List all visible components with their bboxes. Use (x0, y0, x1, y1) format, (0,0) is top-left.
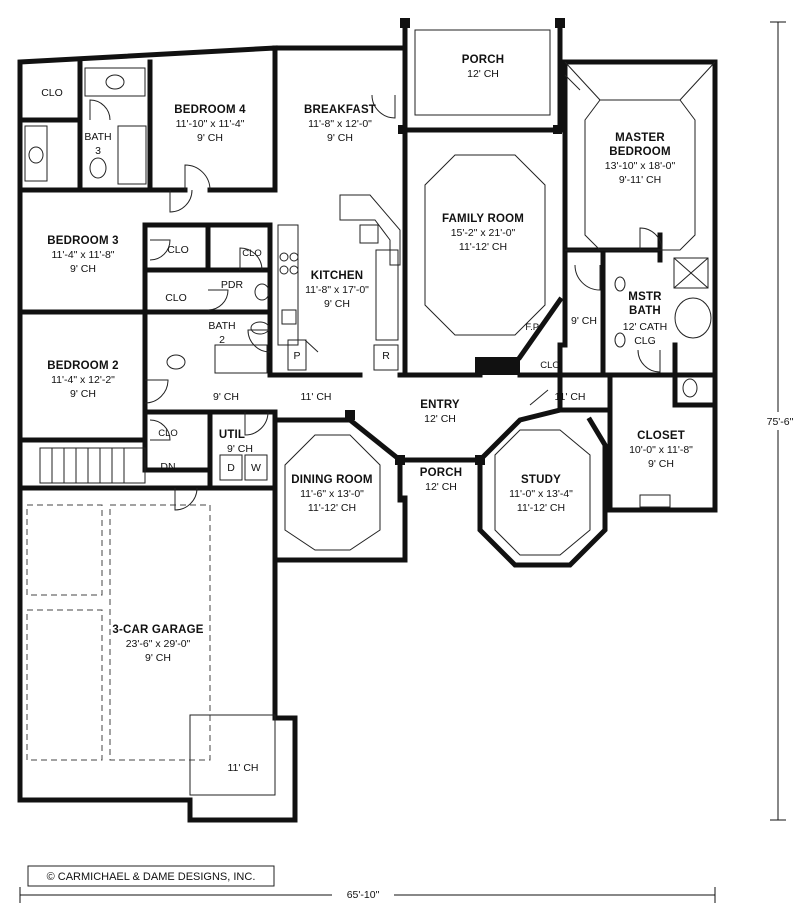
pantry-label: P (293, 350, 300, 362)
bedroom4-ceiling: 9' CH (197, 132, 223, 144)
entry-ceiling: 12' CH (424, 413, 456, 425)
mstr-bath-ceiling1: 12' CATH (623, 321, 667, 333)
bedroom2-name: BEDROOM 2 (47, 360, 118, 372)
ceiling-11-label: 11' CH (301, 391, 332, 403)
fireplace-label: F.P. (525, 322, 540, 333)
dryer-label: D (227, 462, 235, 474)
dimension-lines (19, 21, 798, 903)
refrigerator-label: R (382, 350, 390, 362)
garage-ceiling: 9' CH (145, 652, 171, 664)
breakfast-name: BREAKFAST (304, 104, 376, 116)
clo-label: CLO (540, 360, 560, 371)
bedroom3-dims: 11'-4" x 11'-8" (51, 249, 114, 261)
master-bedroom-name1: MASTER (615, 132, 665, 144)
ceiling-11-label: 11' CH (555, 391, 586, 403)
room-labels: PORCH 12' CH BEDROOM 4 11'-10" x 11'-4" … (47, 54, 693, 664)
clo-label: CLO (165, 292, 187, 304)
dining-ceiling: 11'-12' CH (308, 502, 356, 514)
copyright-box (27, 865, 275, 887)
clo-label: CLO (242, 248, 262, 259)
garage-dims: 23'-6" x 29'-0" (126, 638, 191, 650)
bedroom4-name: BEDROOM 4 (174, 104, 246, 116)
bath2-number: 2 (219, 334, 225, 346)
kitchen-ceiling: 9' CH (324, 298, 350, 310)
bedroom3-name: BEDROOM 3 (47, 235, 118, 247)
copyright-text: © CARMICHAEL & DAME DESIGNS, INC. (47, 871, 256, 883)
bath3-number: 3 (95, 145, 101, 157)
clo-label: CLO (158, 428, 178, 439)
fixtures (24, 67, 712, 508)
family-room-name: FAMILY ROOM (442, 213, 524, 225)
garage-name: 3-CAR GARAGE (112, 624, 203, 636)
dining-name: DINING ROOM (291, 474, 372, 486)
kitchen-dims: 11'-8" x 17'-0" (305, 284, 369, 296)
clo-label: CLO (167, 244, 189, 256)
dining-dims: 11'-6" x 13'-0" (300, 488, 364, 500)
kitchen-name: KITCHEN (311, 270, 364, 282)
mstr-bath-name2: BATH (629, 305, 661, 317)
small-labels: CLO BATH 3 CLO CLO PDR CLO BATH 2 P R F.… (41, 87, 597, 774)
bedroom2-dims: 11'-4" x 12'-2" (51, 374, 115, 386)
util-name: UTIL (219, 429, 245, 441)
master-bedroom-ceiling: 9'-11' CH (619, 174, 661, 186)
master-bedroom-name2: BEDROOM (609, 146, 670, 158)
pdr-label: PDR (221, 279, 244, 291)
bedroom2-ceiling: 9' CH (70, 388, 96, 400)
ceiling-outlines (26, 29, 716, 796)
mstr-bath-ceiling2: CLG (634, 335, 656, 347)
closet-name: CLOSET (637, 430, 685, 442)
ceiling-9-label: 9' CH (571, 315, 597, 327)
study-name: STUDY (521, 474, 561, 486)
clo-label: CLO (41, 87, 63, 99)
bath3-label: BATH (84, 131, 111, 143)
porch-top-ceiling: 12' CH (467, 68, 499, 80)
overall-height-dimension: 75'-6" (767, 416, 794, 428)
bedroom3-ceiling: 9' CH (70, 263, 96, 275)
breakfast-dims: 11'-8" x 12'-0" (308, 118, 372, 130)
ceiling-11-label: 11' CH (228, 762, 259, 774)
bath2-label: BATH (208, 320, 235, 332)
ceiling-9-label: 9' CH (213, 391, 239, 403)
breakfast-ceiling: 9' CH (327, 132, 353, 144)
porch-posts (345, 18, 565, 465)
porch-entry-ceiling: 12' CH (425, 481, 457, 493)
door-swings (89, 74, 663, 511)
porch-top-name: PORCH (462, 54, 505, 66)
study-ceiling: 11'-12' CH (517, 502, 565, 514)
util-ceiling: 9' CH (227, 443, 253, 455)
closet-dims: 10'-0" x 11'-8" (629, 444, 693, 456)
entry-name: ENTRY (420, 399, 460, 411)
washer-label: W (251, 462, 261, 474)
study-dims: 11'-0" x 13'-4" (509, 488, 573, 500)
overall-width-dimension: 65'-10" (347, 889, 380, 901)
closet-ceiling: 9' CH (648, 458, 674, 470)
exterior-walls (17, 19, 718, 823)
family-room-dims: 15'-2" x 21'-0" (451, 227, 516, 239)
mstr-bath-name1: MSTR (628, 291, 662, 303)
family-room-ceiling: 11'-12' CH (459, 241, 507, 253)
stairs-down-label: DN (160, 461, 175, 473)
porch-entry-name: PORCH (420, 467, 463, 479)
bedroom4-dims: 11'-10" x 11'-4" (176, 118, 245, 130)
master-bedroom-dims: 13'-10" x 18'-0" (605, 160, 676, 172)
